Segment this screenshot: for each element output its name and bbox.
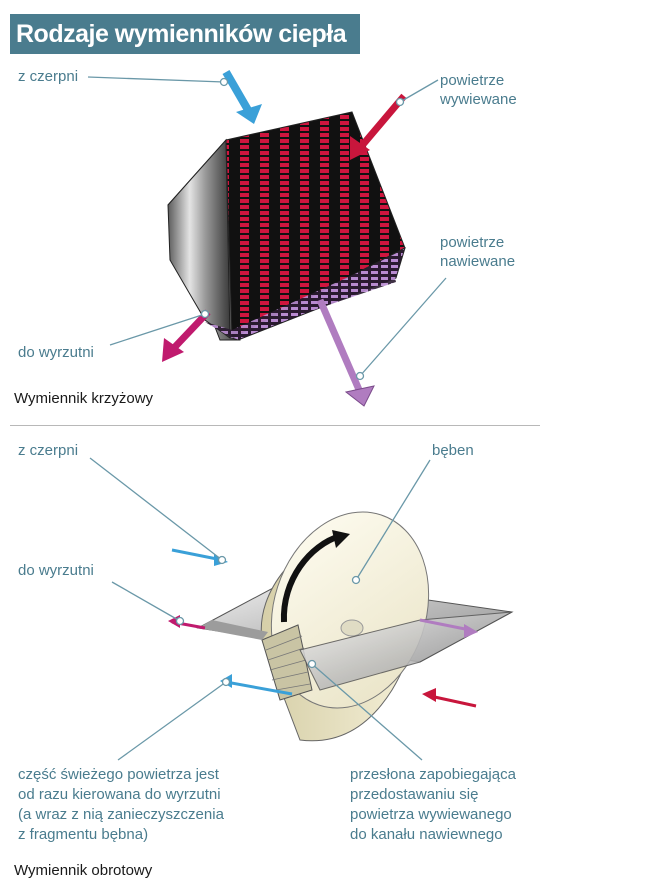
note-right-line-4: do kanału nawiewnego [350, 826, 503, 843]
leader-bypass [117, 681, 227, 761]
note-right-line-3: powietrza wywiewanego [350, 806, 512, 823]
leader-dot [175, 616, 185, 626]
leader-dot [351, 575, 361, 585]
leader-dot [395, 97, 405, 107]
rotary-drum [260, 511, 430, 742]
rotary-plate-left [198, 620, 268, 640]
leader-dot [217, 555, 227, 565]
leader-dot [355, 371, 365, 381]
note-right-line-2: przedostawaniu się [350, 786, 479, 803]
label-supply-air-1: powietrze [440, 234, 505, 251]
caption-cross-exchanger: Wymiennik krzyżowy [14, 390, 154, 407]
caption-rotary-exchanger: Wymiennik obrotowy [14, 862, 153, 879]
label-exhaust-air-1: powietrze [440, 72, 505, 89]
label-cross-intake: z czerpni [18, 68, 79, 85]
outlet-arrow [162, 309, 211, 362]
leader-dot [200, 309, 210, 319]
leader-shutter [311, 663, 423, 761]
page-title: Rodzaje wymienników ciepła [16, 20, 347, 48]
leader-drum [355, 459, 431, 581]
exhaust-air-arrow [350, 93, 407, 160]
label-exhaust-air-2: wywiewane [440, 91, 517, 108]
section-divider [10, 425, 540, 426]
rotary-supply-arrow [419, 618, 478, 638]
leader-dot [221, 677, 231, 687]
title-bar [10, 14, 360, 54]
supply-air-arrow [316, 298, 375, 407]
label-rotary-outlet: do wyrzutni [18, 562, 94, 579]
leader-dot [307, 659, 317, 669]
label-cross-outlet: do wyrzutni [18, 344, 94, 361]
label-drum: bęben [432, 442, 474, 459]
leader-rotary-intake [89, 457, 223, 561]
label-rotary-intake: z czerpni [18, 442, 79, 459]
note-right-line-1: przesłona zapobiegająca [350, 766, 516, 783]
leader-outlet [109, 313, 206, 346]
note-left-line-2: od razu kierowana do wyrzutni [18, 786, 221, 803]
leader-exhaust [399, 79, 439, 103]
note-left-line-1: część świeżego powietrza jest [18, 766, 219, 783]
leader-dot [219, 77, 229, 87]
note-left-line-4: z fragmentu bębna) [18, 826, 149, 843]
intake-arrow [222, 69, 262, 124]
rotary-exhaust-arrow [422, 688, 477, 708]
label-supply-air-2: nawiewane [440, 253, 516, 270]
leader-intake [87, 76, 225, 83]
leader-supply [359, 277, 447, 377]
note-left-line-3: (a wraz z nią zanieczyszczenia [18, 806, 224, 823]
leader-rotary-outlet [111, 581, 181, 622]
cross-exchanger-cube [167, 111, 406, 341]
